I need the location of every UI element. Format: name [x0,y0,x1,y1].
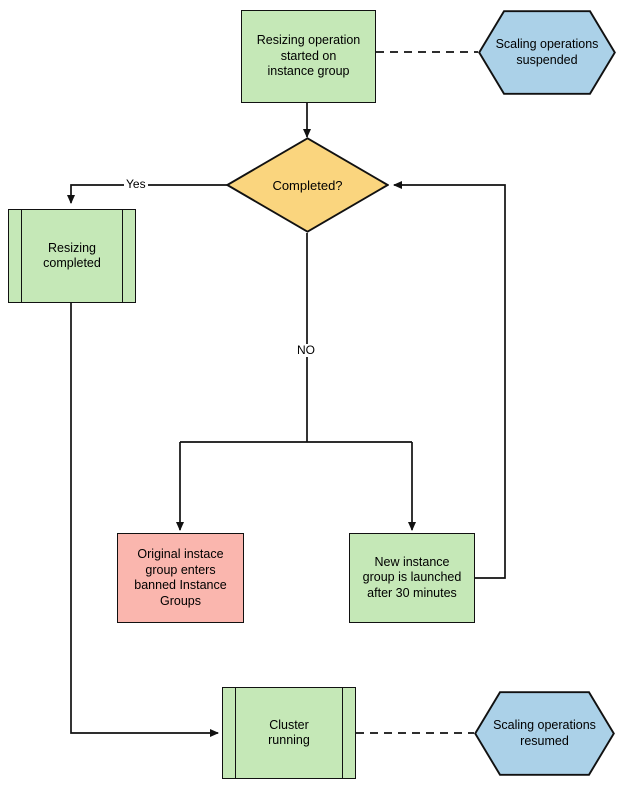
predef-right-bar [342,688,343,778]
node-scaling-suspended-label: Scaling operations suspended [495,37,599,67]
node-cluster-running-label: Cluster running [268,717,310,748]
node-resizing-started[interactable]: Resizing operation started on instance g… [241,10,376,103]
predef-left-bar [21,210,22,302]
node-completed-decision-label: Completed? [272,177,343,193]
node-scaling-resumed[interactable]: Scaling operations resumed [474,691,615,776]
edge-retry-loop [393,181,506,579]
hexagon-shape [478,10,616,95]
node-new-instance-group[interactable]: New instance group is launched after 30 … [349,533,475,623]
edge-decision-yes [67,184,228,204]
node-completed-decision[interactable]: Completed? [226,137,389,233]
hexagon-shape [474,691,615,776]
edge-completed-to-cluster [70,303,219,737]
node-new-instance-group-label: New instance group is launched after 30 … [362,554,462,600]
node-resizing-completed[interactable]: Resizing completed [8,209,136,303]
node-resizing-completed-label: Resizing completed [43,240,101,271]
diamond-shape [226,137,389,233]
node-scaling-suspended[interactable]: Scaling operations suspended [478,10,616,95]
predef-right-bar [122,210,123,302]
edge-label-yes: Yes [124,177,148,191]
node-original-banned-label: Original instace group enters banned Ins… [134,547,227,608]
predef-left-bar [235,688,236,778]
edge-label-no: NO [295,343,317,357]
node-resizing-started-label: Resizing operation started on instance g… [256,33,361,79]
node-scaling-resumed-label: Scaling operations resumed [493,718,596,748]
node-original-banned[interactable]: Original instace group enters banned Ins… [117,533,244,623]
node-cluster-running[interactable]: Cluster running [222,687,356,779]
